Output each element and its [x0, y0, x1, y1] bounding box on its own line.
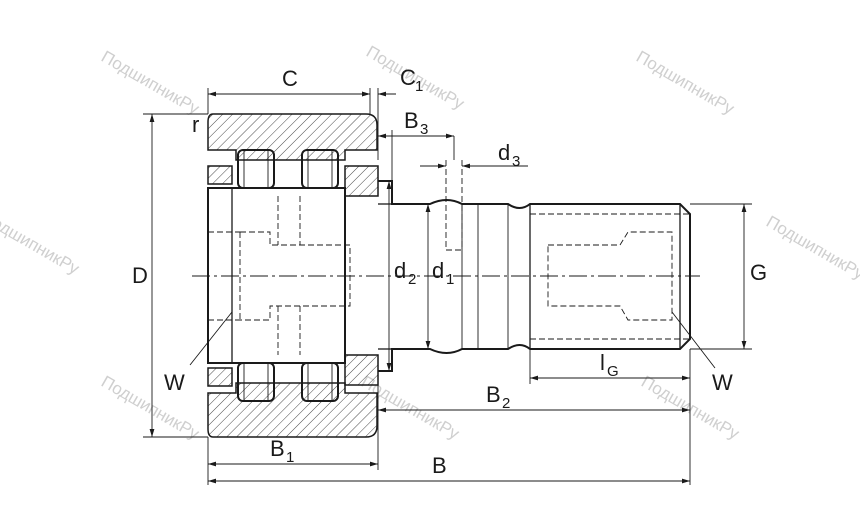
label-B1: B 1: [270, 436, 294, 466]
watermark-4: ПодшипникРу: [0, 207, 83, 279]
outer-ring: [207, 113, 378, 438]
label-W-right: W: [712, 370, 733, 395]
label-B2: B 2: [486, 382, 510, 412]
svg-text:d: d: [498, 140, 510, 165]
watermark-6: ПодшипникРу: [98, 372, 203, 444]
svg-text:d: d: [432, 258, 444, 283]
labels: C C 1 r B 3 d 3 D d 2 d 1 G W W l G B: [132, 65, 767, 478]
stud-shaft: [378, 160, 691, 372]
svg-text:G: G: [607, 363, 619, 380]
label-W-left: W: [164, 370, 185, 395]
label-r: r: [192, 112, 199, 137]
svg-text:l: l: [600, 350, 605, 375]
label-lG: l G: [600, 350, 619, 380]
svg-text:1: 1: [286, 449, 294, 466]
label-d3: d 3: [498, 140, 520, 170]
watermark-3: ПодшипникРу: [633, 47, 738, 119]
svg-text:1: 1: [446, 271, 454, 288]
label-C1: C 1: [400, 65, 423, 95]
label-D: D: [132, 263, 148, 288]
watermark-5: ПодшипникРу: [763, 212, 860, 284]
svg-text:3: 3: [420, 121, 428, 138]
label-d2: d 2: [394, 258, 416, 288]
stud-head: [207, 187, 351, 364]
label-d1: d 1: [432, 258, 454, 288]
label-C: C: [282, 66, 298, 91]
seals: [207, 165, 379, 387]
svg-text:2: 2: [408, 271, 416, 288]
svg-text:d: d: [394, 258, 406, 283]
svg-text:2: 2: [502, 395, 510, 412]
watermark-1: ПодшипникРу: [98, 47, 203, 119]
svg-text:B: B: [270, 436, 285, 461]
svg-text:B: B: [486, 382, 501, 407]
label-G: G: [750, 260, 767, 285]
svg-text:3: 3: [512, 153, 520, 170]
svg-text:1: 1: [415, 78, 423, 95]
svg-text:B: B: [404, 108, 419, 133]
svg-text:C: C: [400, 65, 416, 90]
label-B3: B 3: [404, 108, 428, 138]
dimension-lines: [143, 88, 752, 485]
label-B: B: [432, 453, 447, 478]
